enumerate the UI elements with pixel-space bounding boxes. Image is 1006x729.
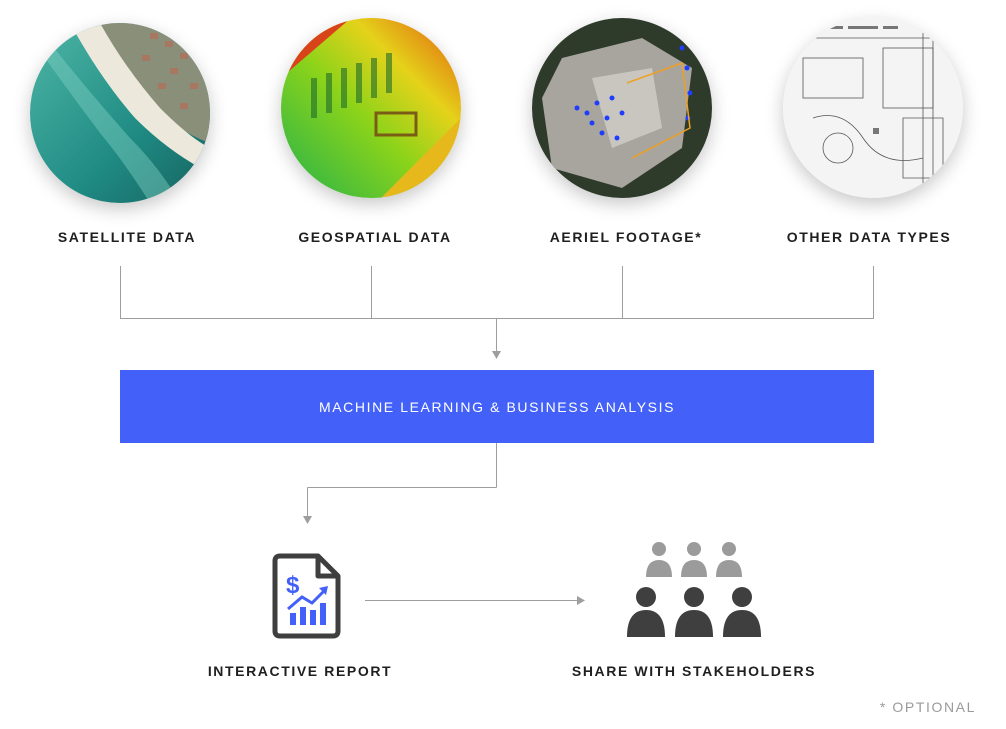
source-label-geospatial: GEOSPATIAL DATA xyxy=(298,229,452,245)
optional-footnote: * OPTIONAL xyxy=(879,699,976,715)
share-label: SHARE WITH STAKEHOLDERS xyxy=(571,663,817,679)
other-data-image xyxy=(783,18,963,198)
machine-learning-label: MACHINE LEARNING & BUSINESS ANALYSIS xyxy=(318,398,676,415)
satellite-image xyxy=(30,23,210,203)
arrowhead-to-report xyxy=(303,516,312,524)
group-people-icon xyxy=(624,540,764,643)
dollar-chart-document-icon: $ xyxy=(272,553,342,644)
source-label-aerial: AERIEL FOOTAGE* xyxy=(549,229,703,245)
arrowhead-to-process xyxy=(492,351,501,359)
source-label-other: OTHER DATA TYPES xyxy=(786,229,952,245)
aerial-footage-image xyxy=(532,18,712,198)
report-label: INTERACTIVE REPORT xyxy=(207,663,393,679)
svg-text:$: $ xyxy=(286,572,300,599)
arrowhead-to-share xyxy=(577,596,585,605)
machine-learning-box: MACHINE LEARNING & BUSINESS ANALYSIS xyxy=(120,370,874,443)
source-label-satellite: SATELLITE DATA xyxy=(57,229,197,245)
